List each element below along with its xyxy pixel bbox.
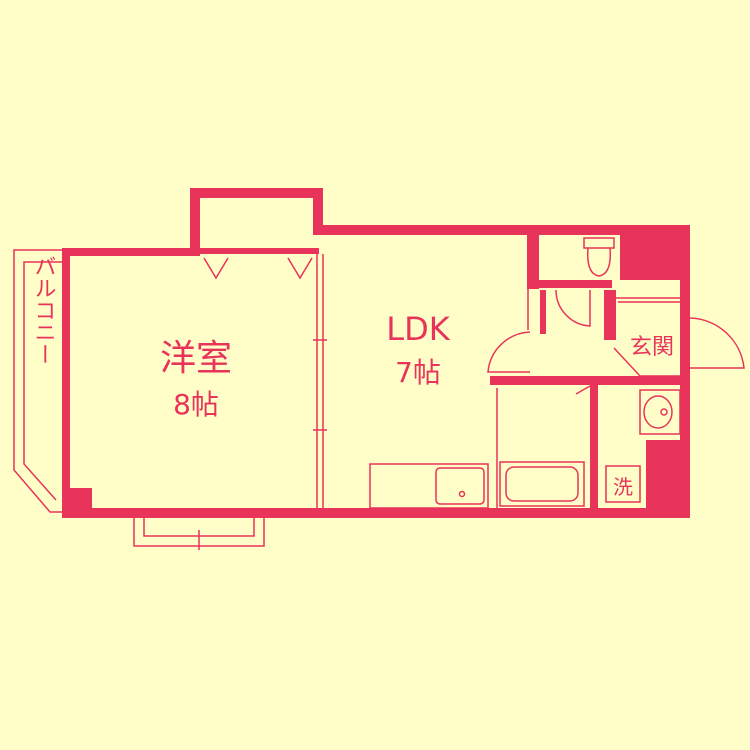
door-wash xyxy=(575,385,591,395)
door-ldk-bath xyxy=(487,331,531,373)
wall-entrance-left xyxy=(604,290,616,340)
washer-name: 洗 xyxy=(613,475,633,499)
labels: 洋室 8帖 LDK 7帖 玄関 洗 バルコニー xyxy=(31,255,675,499)
door-entrance xyxy=(689,317,745,369)
entrance-step xyxy=(613,297,683,377)
kitchen-counter xyxy=(369,463,489,509)
bathtub-inner xyxy=(505,466,579,502)
balcony-outline xyxy=(13,249,62,513)
washer-box xyxy=(605,465,641,503)
door-toilet xyxy=(555,289,591,327)
balcony-inner xyxy=(23,261,62,501)
western-room-size: 8帖 xyxy=(173,388,219,421)
wall-top-ldk xyxy=(313,225,689,235)
wall-bath-top xyxy=(490,376,594,385)
wall-closet-left xyxy=(190,188,200,256)
wall-right xyxy=(680,225,690,518)
wall-toilet-right xyxy=(620,228,682,280)
bathtub-outer xyxy=(499,461,585,507)
kitchen-faucet xyxy=(458,490,466,498)
entrance-name: 玄関 xyxy=(630,335,674,360)
ldk-size: 7帖 xyxy=(395,356,441,389)
closet-door-marks xyxy=(203,257,313,280)
wall-wash-top xyxy=(594,376,684,385)
wall-bath-right xyxy=(590,378,598,512)
thin-lines xyxy=(13,235,745,550)
wall-western-closet-bottom xyxy=(194,248,319,254)
toilet-tank xyxy=(583,237,615,249)
kitchen-sink xyxy=(435,467,485,505)
wall-closet-right xyxy=(313,188,323,228)
washbasin-outer xyxy=(639,389,681,435)
toilet-bowl xyxy=(586,247,612,277)
ldk-name: LDK xyxy=(386,310,450,348)
wall-right-block xyxy=(646,440,690,516)
wall-toilet-bottom xyxy=(530,280,612,288)
wall-bottom xyxy=(62,508,690,518)
wall-top-western xyxy=(62,248,194,256)
wall-corner-bottom-left xyxy=(62,488,92,516)
walls xyxy=(62,188,690,518)
wall-toilet-door-right xyxy=(540,290,546,334)
wall-ldk-right xyxy=(527,225,539,289)
washbasin-drain xyxy=(660,408,668,416)
wall-closet-top xyxy=(190,188,323,198)
washbasin-bowl xyxy=(643,395,673,429)
western-room-name: 洋室 xyxy=(160,338,232,379)
balcony-name: バルコニー xyxy=(31,255,56,365)
